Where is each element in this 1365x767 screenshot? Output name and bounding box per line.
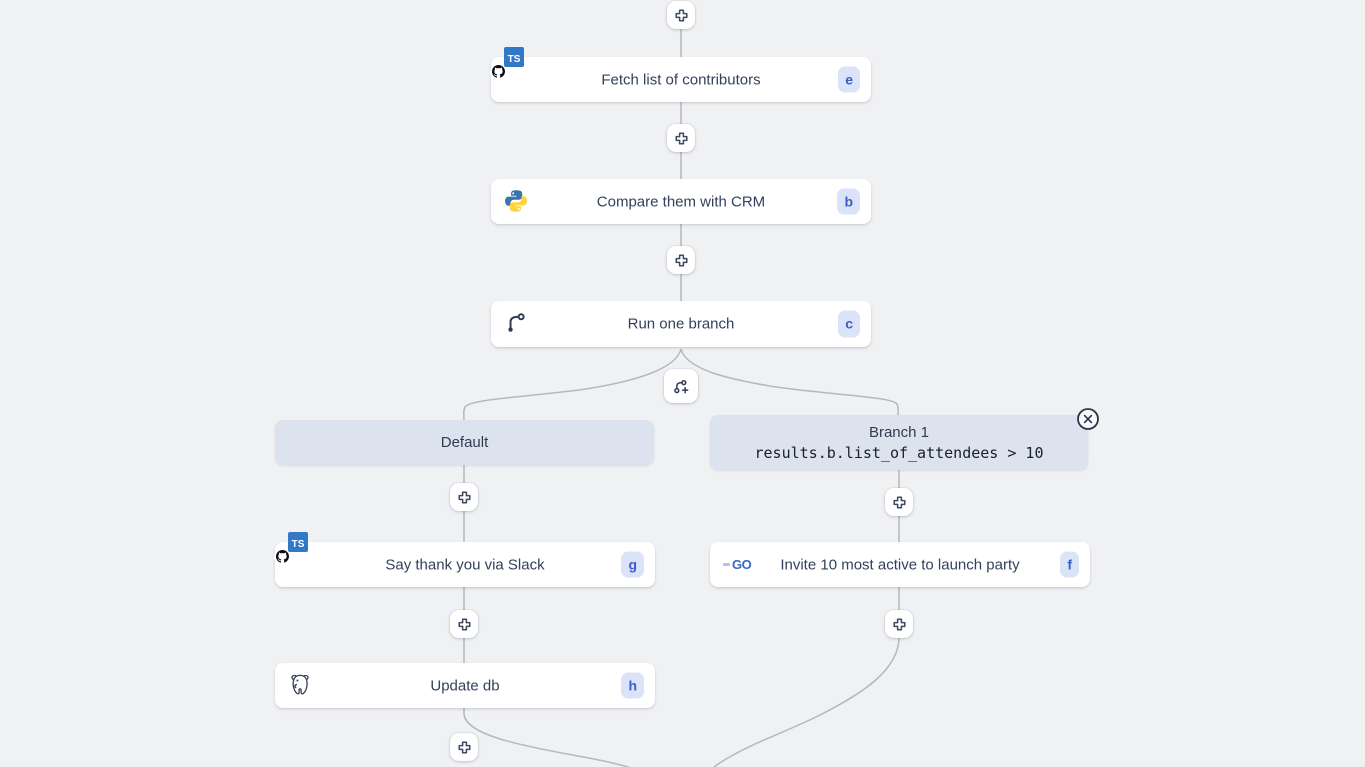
plus-icon bbox=[674, 131, 688, 145]
flow-step-run-one-branch[interactable]: Run one branch c bbox=[491, 301, 871, 347]
step-title: Invite 10 most active to launch party bbox=[780, 556, 1020, 573]
step-title: Say thank you via Slack bbox=[385, 556, 545, 573]
flow-step-fetch-contributors[interactable]: TS Fetch list of contributors e bbox=[490, 46, 871, 102]
flow-step-compare-crm[interactable]: Compare them with CRM b bbox=[491, 179, 871, 224]
close-icon bbox=[1083, 414, 1093, 424]
git-branch-plus-icon bbox=[674, 379, 689, 394]
insert-step-button[interactable] bbox=[667, 246, 695, 274]
plus-icon bbox=[674, 253, 688, 267]
step-id-badge: f bbox=[1060, 551, 1079, 578]
step-id-badge: e bbox=[838, 66, 860, 93]
branch-header-branch1[interactable]: Branch 1 results.b.list_of_attendees > 1… bbox=[710, 415, 1088, 470]
branch-label: Branch 1 bbox=[868, 423, 930, 441]
github-icon bbox=[274, 548, 290, 565]
insert-step-button[interactable] bbox=[450, 733, 478, 761]
go-icon: GO bbox=[723, 552, 757, 578]
insert-step-button[interactable] bbox=[885, 488, 913, 516]
github-icon bbox=[490, 63, 506, 80]
flow-step-update-db[interactable]: Update db h bbox=[275, 663, 655, 708]
step-id-badge: g bbox=[621, 551, 644, 578]
plus-icon bbox=[892, 495, 906, 509]
flow-step-invite-launch-party[interactable]: GO Invite 10 most active to launch party… bbox=[710, 542, 1090, 587]
plus-icon bbox=[457, 617, 471, 631]
typescript-github-icon: TS bbox=[490, 46, 530, 93]
step-title: Fetch list of contributors bbox=[601, 71, 761, 88]
go-speedline bbox=[723, 563, 730, 566]
add-branch-button[interactable] bbox=[664, 369, 698, 403]
branch-header-default[interactable]: Default bbox=[275, 420, 654, 465]
insert-step-button[interactable] bbox=[450, 610, 478, 638]
insert-step-button[interactable] bbox=[450, 483, 478, 511]
postgresql-icon bbox=[288, 673, 314, 699]
branch-label: Default bbox=[440, 434, 489, 451]
insert-step-button[interactable] bbox=[667, 124, 695, 152]
insert-step-button[interactable] bbox=[885, 610, 913, 638]
step-title: Run one branch bbox=[627, 315, 735, 333]
step-id-badge: h bbox=[621, 672, 644, 699]
git-branch-icon bbox=[504, 311, 530, 337]
insert-step-button[interactable] bbox=[667, 1, 695, 29]
step-id-badge: c bbox=[838, 310, 860, 338]
branch-condition: results.b.list_of_attendees > 10 bbox=[754, 443, 1044, 462]
flow-step-say-thanks-slack[interactable]: TS Say thank you via Slack g bbox=[274, 531, 655, 587]
plus-icon bbox=[892, 617, 906, 631]
typescript-github-icon: TS bbox=[274, 531, 314, 578]
step-title: Compare them with CRM bbox=[596, 193, 766, 210]
step-id-badge: b bbox=[837, 188, 860, 215]
step-title: Update db bbox=[430, 677, 500, 694]
python-icon bbox=[504, 189, 530, 215]
plus-icon bbox=[457, 740, 471, 754]
typescript-icon: TS bbox=[504, 46, 524, 67]
remove-branch-button[interactable] bbox=[1076, 407, 1100, 431]
plus-icon bbox=[674, 8, 688, 22]
plus-icon bbox=[457, 490, 471, 504]
typescript-icon: TS bbox=[288, 531, 308, 552]
